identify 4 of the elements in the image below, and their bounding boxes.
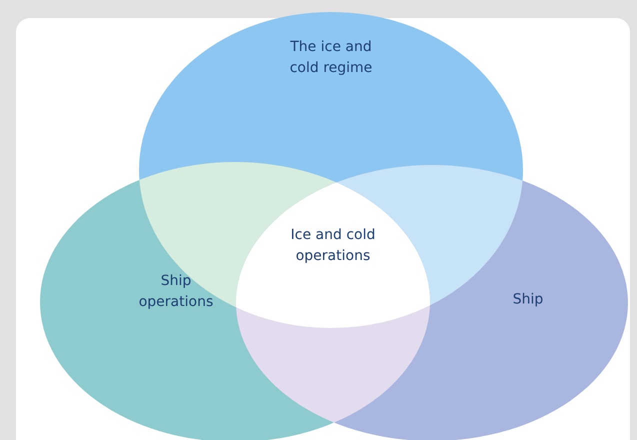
set-label: Ice and cold operations [263,225,403,267]
set-label: Ship operations [126,271,226,313]
set-label: The ice and cold regime [275,37,387,79]
set-label: Ship [488,290,568,310]
